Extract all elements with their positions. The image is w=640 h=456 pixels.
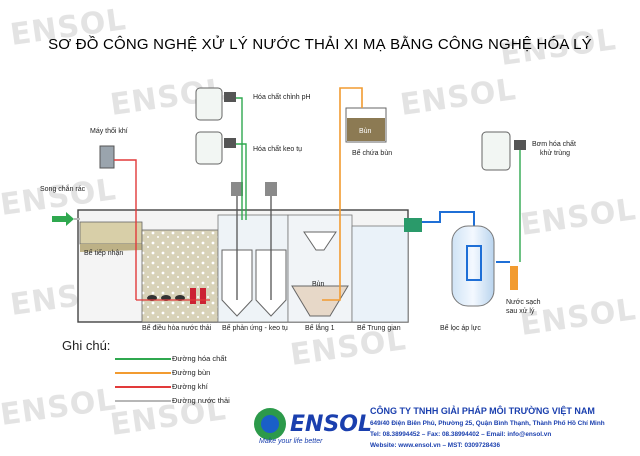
legend-title: Ghi chú: — [62, 338, 111, 353]
brand-slogan: Make your life better — [259, 438, 323, 445]
blower-icon — [99, 145, 115, 169]
coagulant-tank — [195, 131, 236, 165]
legend-line-chemical — [115, 358, 171, 360]
disinfect-pump-label-2: khử trùng — [540, 150, 570, 157]
clean-water-label-2: sau xử lý — [506, 308, 535, 315]
mixer-motor-icon — [231, 182, 243, 196]
legend-item-sludge: Đường bùn — [172, 368, 211, 377]
inlet-tank-label: Bể tiếp nhận — [84, 250, 124, 257]
sludge-label: Bùn — [359, 128, 372, 135]
legend-line-wastewater — [115, 400, 171, 402]
sludge-fill — [347, 118, 385, 141]
equalization-tank — [141, 229, 219, 323]
pressure-filter-label: Bể lọc áp lực — [440, 325, 481, 332]
clean-water-outlet-icon — [510, 266, 518, 290]
company-name: CÔNG TY TNHH GIẢI PHÁP MÔI TRƯỜNG VIỆT N… — [370, 406, 595, 416]
company-website: Website: www.ensol.vn – MST: 0309728436 — [370, 442, 500, 449]
pump-icon — [200, 288, 206, 304]
screen-label: Song chắn rác — [40, 186, 86, 193]
equalization-tank-label: Bể điều hòa nước thải — [142, 325, 212, 332]
inlet-tank-bottom — [80, 244, 142, 252]
transfer-pump-icon — [404, 218, 422, 232]
chemical-line — [236, 143, 247, 220]
mixer-motor-icon — [265, 182, 277, 196]
legend-item-wastewater: Đường nước thải — [172, 396, 230, 405]
water-line — [422, 211, 475, 226]
disinfect-pump-label-1: Bơm hóa chất — [532, 141, 576, 148]
ph-chemical-label: Hóa chất chỉnh pH — [253, 94, 311, 101]
chemical-line — [236, 97, 243, 220]
center-well — [303, 231, 337, 251]
ph-chemical-tank — [195, 87, 236, 121]
clean-water-label-1: Nước sạch — [506, 299, 541, 306]
intermediate-tank — [351, 225, 409, 323]
sludge-tank-label: Bể chứa bùn — [352, 150, 393, 157]
legend-item-chemical: Đường hóa chất — [172, 354, 227, 363]
ensol-logo-icon — [254, 408, 286, 440]
sludge-line — [322, 87, 363, 301]
sludge-label-2: Bùn — [312, 281, 325, 288]
dosing-pump-icon — [514, 140, 526, 150]
legend-line-air — [115, 386, 171, 388]
pressure-filter — [451, 225, 495, 307]
brand-name: ENSOL — [290, 412, 373, 437]
intermediate-tank-label: Bể Trung gian — [357, 325, 401, 332]
legend-item-air: Đường khí — [172, 382, 208, 391]
settling-tank-label: Bể lắng 1 — [305, 325, 335, 332]
settling-cone — [291, 285, 349, 317]
diagram-title: SƠ ĐỒ CÔNG NGHỆ XỬ LÝ NƯỚC THẢI XI MẠ BẰ… — [48, 36, 592, 53]
inlet-tank-water — [79, 221, 143, 245]
reaction-tank-label: Bể phản ứng - keo tụ — [222, 325, 288, 332]
company-address: 649/40 Điện Biên Phủ, Phường 25, Quận Bì… — [370, 420, 605, 427]
coagulant-label: Hóa chất keo tụ — [253, 146, 303, 153]
company-contact: Tel: 08.38994452 – Fax: 08.38994402 – Em… — [370, 431, 552, 438]
pump-icon — [190, 288, 196, 304]
legend-line-sludge — [115, 372, 171, 374]
blower-label: Máy thổi khí — [90, 128, 128, 135]
disinfectant-tank — [481, 131, 511, 171]
air-line — [114, 159, 137, 300]
inlet-arrow-icon — [52, 212, 74, 226]
